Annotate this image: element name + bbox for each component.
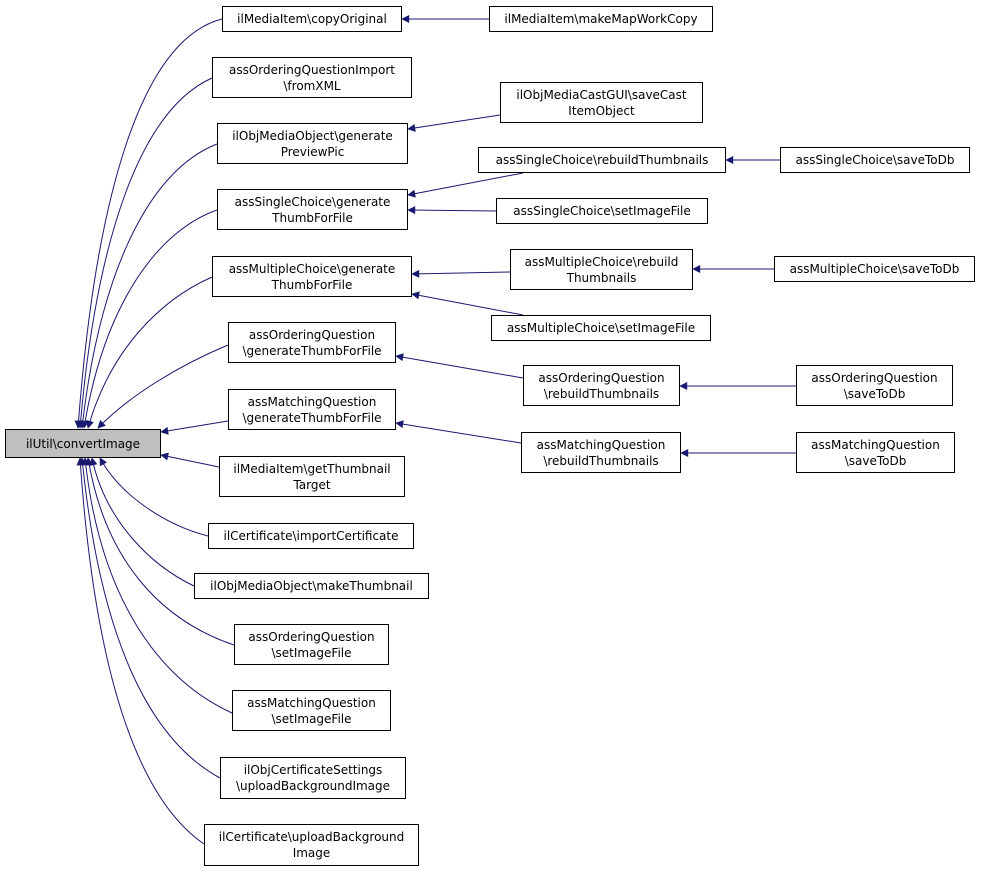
node-label-line: assOrderingQuestion <box>248 629 375 644</box>
edge-importCert-root <box>99 457 209 537</box>
node-label-line: PreviewPic <box>280 144 345 159</box>
node-sc-setimage[interactable]: assSingleChoice\setImageFile <box>496 198 708 224</box>
node-label-line: assMatchingQuestion <box>247 695 376 710</box>
node-label-line: assOrderingQuestion <box>248 327 376 342</box>
node-label-line: ilMediaItem\copyOriginal <box>237 12 387 26</box>
node-make-map-work-copy[interactable]: ilMediaItem\makeMapWorkCopy <box>489 6 713 32</box>
node-mc-savetodb[interactable]: assMultipleChoice\saveToDb <box>774 256 975 282</box>
node-copy-original[interactable]: ilMediaItem\copyOriginal <box>222 6 402 32</box>
node-label-line: ilObjMediaObject\generate <box>232 128 393 143</box>
node-mq-rebuild[interactable]: assMatchingQuestion\rebuildThumbnails <box>521 432 681 473</box>
node-label-line: \generateThumbForFile <box>242 410 382 425</box>
edge-fromXML-root <box>76 77 213 429</box>
edge-mqRebuild-mqGenerate <box>395 420 522 444</box>
node-label-line: assMultipleChoice\generate <box>228 261 396 276</box>
node-label-line: \saveToDb <box>844 453 907 468</box>
node-label-line: \rebuildThumbnails <box>543 453 659 468</box>
node-label-line: \saveToDb <box>843 386 906 401</box>
node-label-line: assMatchingQuestion <box>247 394 377 409</box>
node-label-line: assOrderingQuestionImport <box>228 62 395 77</box>
node-oq-setimage[interactable]: assOrderingQuestion\setImageFile <box>234 624 389 665</box>
edge-mqGenerate-root <box>160 420 229 435</box>
edge-certUpload-root <box>76 457 205 845</box>
node-label-line: assMultipleChoice\setImageFile <box>506 321 696 335</box>
node-label-line: ilCertificate\importCertificate <box>223 529 399 543</box>
node-label-line: Image <box>292 846 331 860</box>
node-label-line: ThumbForFile <box>272 210 353 225</box>
node-label-line: Thumbnails <box>566 270 637 285</box>
edge-certSettings-root <box>78 457 221 779</box>
edge-scRebuild-scGenerate <box>407 172 524 198</box>
edge-copyOriginal-root <box>74 18 223 429</box>
edge-scGenerate-root <box>81 209 218 429</box>
node-label-line: assOrderingQuestion <box>538 370 665 385</box>
node-make-thumbnail[interactable]: ilObjMediaObject\makeThumbnail <box>194 573 429 599</box>
node-oq-rebuild[interactable]: assOrderingQuestion\rebuildThumbnails <box>523 365 680 406</box>
node-sc-savetodb[interactable]: assSingleChoice\saveToDb <box>780 147 970 173</box>
node-label-line: \generateThumbForFile <box>242 343 382 358</box>
edge-scSetImage-scGenerate <box>407 206 497 215</box>
node-mq-savetodb[interactable]: assMatchingQuestion\saveToDb <box>796 432 955 473</box>
edge-mediaCast-previewPic <box>407 114 501 132</box>
edge-oqGenerate-root <box>97 344 229 429</box>
edge-mcRebuild-mcGenerate <box>411 269 511 278</box>
node-label-line: ilMediaItem\getThumbnail <box>233 461 391 476</box>
node-label-line: Target <box>293 477 331 492</box>
node-label-line: assOrderingQuestion <box>811 370 938 385</box>
node-label-line: ilObjCertificateSettings <box>243 763 383 777</box>
node-label-line: assMultipleChoice\rebuild <box>524 254 679 269</box>
node-label-line: \setImageFile <box>271 645 352 660</box>
node-oq-generate[interactable]: assOrderingQuestion\generateThumbForFile <box>228 322 396 363</box>
node-sc-rebuild[interactable]: assSingleChoice\rebuildThumbnails <box>478 147 726 173</box>
node-label-line: ilUtil\convertImage <box>25 436 141 451</box>
edge-mqSetImage-root <box>81 457 233 714</box>
edge-oqRebuild-oqGenerate <box>395 353 524 379</box>
node-label-line: ThumbForFile <box>271 277 353 292</box>
node-label-line: assMultipleChoice\saveToDb <box>789 262 960 276</box>
node-oq-savetodb[interactable]: assOrderingQuestion\saveToDb <box>796 365 953 406</box>
node-label-line: ItemObject <box>568 103 635 118</box>
node-label-line: assSingleChoice\saveToDb <box>795 153 955 167</box>
node-label-line: ilMediaItem\makeMapWorkCopy <box>504 12 698 26</box>
edge-makeThumb-root <box>89 457 195 587</box>
node-root[interactable]: ilUtil\convertImage <box>5 429 161 458</box>
node-ordering-import-fromxml[interactable]: assOrderingQuestionImport\fromXML <box>212 57 412 98</box>
node-label-line: assMatchingQuestion <box>811 437 940 452</box>
edge-mcGenerate-root <box>86 276 213 429</box>
node-mq-setimage[interactable]: assMatchingQuestion\setImageFile <box>232 690 391 731</box>
node-cert-settings-upload[interactable]: ilObjCertificateSettings \uploadBackgroun… <box>220 757 406 799</box>
node-label-line: \setImageFile <box>271 711 352 726</box>
edge-thumbTarget-root <box>160 452 220 468</box>
node-label-line: ilCertificate\uploadBackground <box>218 830 405 844</box>
node-label-line: assSingleChoice\setImageFile <box>513 204 691 218</box>
node-label-line: ilObjMediaCastGUI\saveCast <box>516 87 687 102</box>
edge-previewPic-root <box>78 143 218 429</box>
node-label-line: \rebuildThumbnails <box>543 386 660 401</box>
edge-mcSetImage-mcGenerate <box>411 291 524 316</box>
node-label-line: \fromXML <box>283 78 341 93</box>
node-mq-generate[interactable]: assMatchingQuestion\generateThumbForFile <box>228 389 396 430</box>
node-label-line: ilObjMediaObject\makeThumbnail <box>210 579 413 593</box>
node-label-line: assSingleChoice\rebuildThumbnails <box>495 153 709 167</box>
node-label-line: \uploadBackgroundImage <box>235 779 391 793</box>
node-mc-setimage[interactable]: assMultipleChoice\setImageFile <box>491 315 711 341</box>
edge-oqSetImage-root <box>85 457 235 646</box>
node-label-line: assMatchingQuestion <box>536 437 666 452</box>
node-label-line: assSingleChoice\generate <box>234 194 391 209</box>
node-import-certificate[interactable]: ilCertificate\importCertificate <box>208 523 414 549</box>
